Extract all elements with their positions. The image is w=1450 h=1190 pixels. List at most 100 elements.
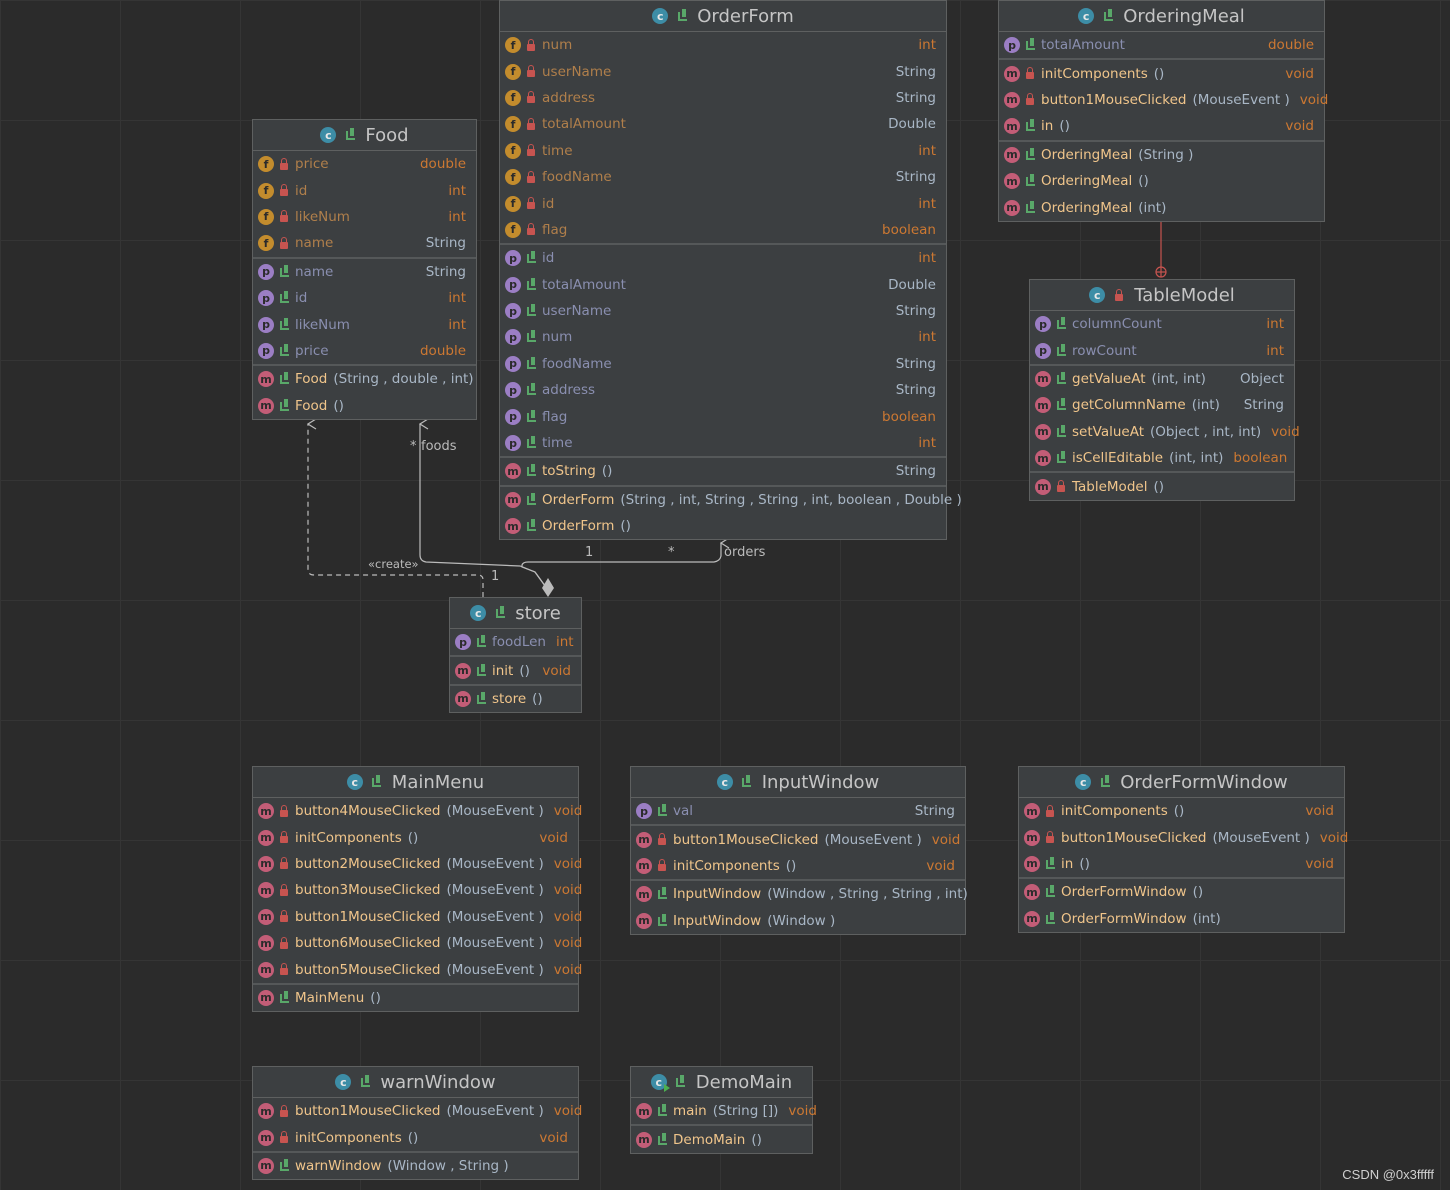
private-lock-icon	[1113, 288, 1125, 301]
edge-store-orders[interactable]	[521, 543, 721, 591]
public-visibility-icon	[656, 1104, 668, 1117]
member-type: String	[895, 382, 936, 399]
edge-store-foods[interactable]	[420, 424, 549, 591]
member-params: (String )	[1138, 146, 1194, 163]
edge-store-create-food[interactable]	[308, 424, 484, 597]
member-params: ()	[1153, 478, 1164, 495]
private-lock-icon	[1044, 831, 1056, 844]
member-name: in	[1061, 855, 1074, 872]
field-icon: f	[258, 208, 274, 225]
